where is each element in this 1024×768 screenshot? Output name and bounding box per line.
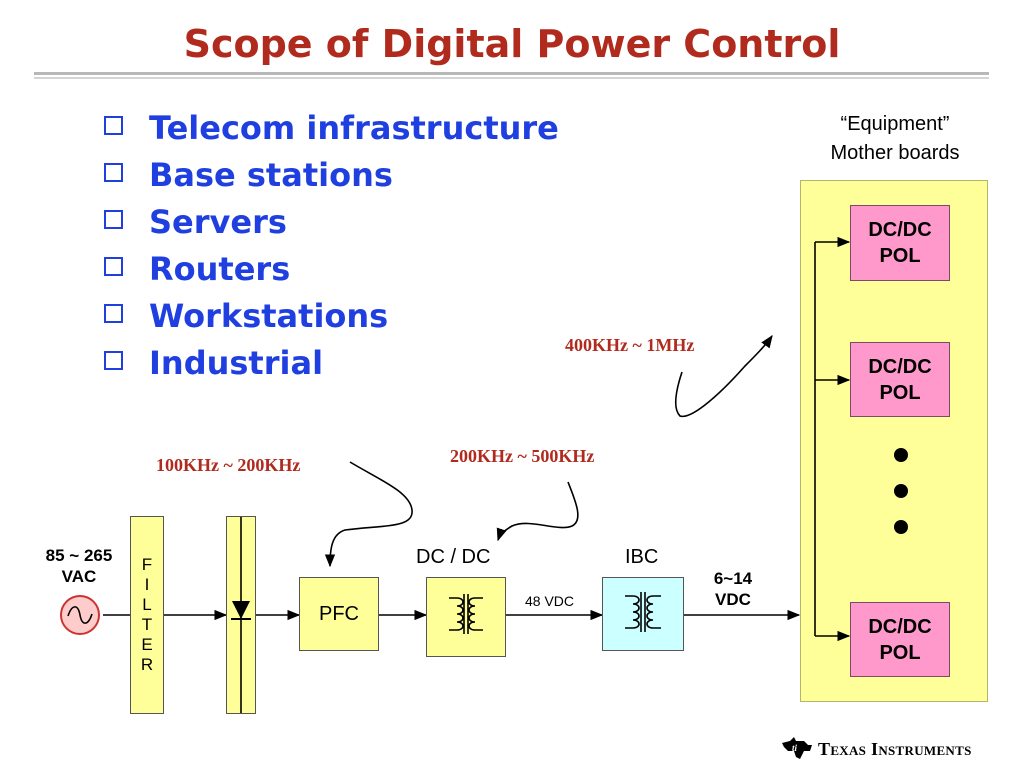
pol-label-line1: DC/DC [868, 355, 932, 378]
pol-block: DC/DC POL [850, 205, 950, 281]
input-voltage-label: 85 ~ 265 VAC [33, 545, 125, 587]
pol-frequency-pointer [674, 334, 773, 418]
filter-letter: R [140, 655, 154, 674]
bus-voltage-label: 48 VDC [525, 593, 575, 609]
list-item: Workstations [104, 292, 559, 339]
pol-block: DC/DC POL [850, 342, 950, 417]
svg-text:ti: ti [792, 743, 798, 753]
pfc-frequency-label: 100KHz ~ 200KHz [156, 455, 301, 475]
checkbox-bullet-icon [104, 116, 123, 135]
list-item-label: Telecom infrastructure [149, 108, 559, 147]
list-item: Base stations [104, 151, 559, 198]
page-title: Scope of Digital Power Control [183, 22, 841, 66]
pol-label-line1: DC/DC [868, 219, 932, 241]
pol-block: DC/DC POL [850, 602, 950, 677]
dcdc-label: DC / DC [416, 546, 491, 568]
list-item: Routers [104, 245, 559, 292]
transformer-icon [625, 592, 661, 632]
output-voltage-line1: 6~14 [713, 569, 753, 588]
ellipsis-dot [894, 484, 908, 498]
pol-label-line2: POL [879, 381, 921, 404]
list-item-label: Base stations [149, 155, 393, 194]
filter-letter: T [141, 615, 153, 634]
checkbox-bullet-icon [104, 210, 123, 229]
equipment-label-line1: “Equipment” [840, 113, 950, 135]
pol-label-line2: POL [879, 641, 921, 664]
checkbox-bullet-icon [104, 257, 123, 276]
ti-logo-icon: ti [782, 737, 812, 759]
input-voltage-line1: 85 ~ 265 [45, 546, 113, 565]
ti-wordmark: TEXAS INSTRUMENTS [818, 738, 972, 759]
ibc-block [602, 577, 684, 651]
title-rule [34, 72, 989, 75]
pfc-label: PFC [319, 602, 359, 625]
equipment-label: “Equipment” Mother boards [790, 110, 1000, 168]
transformer-icon [449, 594, 483, 634]
list-item-label: Servers [149, 202, 287, 241]
checkbox-bullet-icon [104, 304, 123, 323]
application-list: Telecom infrastructure Base stations Ser… [104, 104, 559, 386]
list-item: Industrial [104, 339, 559, 386]
input-voltage-line2: VAC [61, 567, 97, 586]
diode-icon [231, 517, 251, 713]
dcdc-frequency-pointer [496, 481, 579, 542]
filter-letter: I [144, 575, 150, 594]
pol-frequency-label: 400KHz ~ 1MHz [565, 335, 695, 355]
filter-block: F I L T E R [130, 516, 164, 714]
list-item-label: Industrial [149, 343, 324, 382]
ellipsis-dot [894, 520, 908, 534]
pol-label-line2: POL [879, 245, 921, 267]
dcdc-block [426, 577, 506, 657]
dcdc-frequency-label: 200KHz ~ 500KHz [450, 446, 595, 466]
pfc-block: PFC [299, 577, 379, 651]
output-voltage-line2: VDC [715, 590, 751, 609]
list-item: Telecom infrastructure [104, 104, 559, 151]
pol-label-line1: DC/DC [868, 615, 932, 638]
equipment-label-line2: Mother boards [830, 142, 960, 164]
title-rule-secondary [34, 77, 989, 79]
pfc-frequency-pointer [324, 461, 413, 568]
list-item: Servers [104, 198, 559, 245]
checkbox-bullet-icon [104, 163, 123, 182]
checkbox-bullet-icon [104, 351, 123, 370]
filter-letter: L [142, 595, 152, 614]
list-item-label: Workstations [149, 296, 389, 335]
output-voltage-label: 6~14 VDC [700, 568, 766, 610]
filter-letter: F [141, 555, 153, 574]
texas-instruments-logo: ti TEXAS INSTRUMENTS [780, 737, 972, 761]
ibc-label: IBC [625, 546, 659, 568]
filter-letter: E [141, 635, 153, 654]
list-item-label: Routers [149, 249, 291, 288]
ellipsis-dot [894, 448, 908, 462]
rectifier-block [226, 516, 256, 714]
